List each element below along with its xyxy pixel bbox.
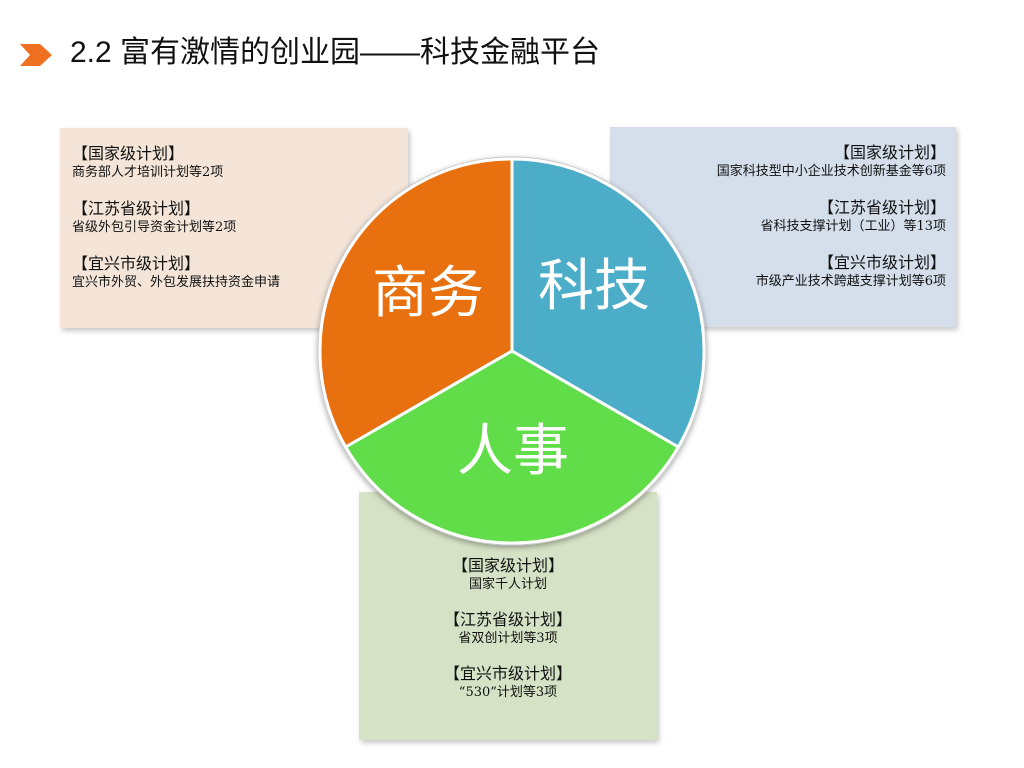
plan-level: 【国家级计划】: [451, 556, 564, 575]
page-title: 2.2 富有激情的创业园——科技金融平台: [70, 36, 601, 69]
technology-city-plan: 【宜兴市级计划】 市级产业技术跨越支撑计划等6项: [610, 253, 946, 290]
commerce-segment: [318, 157, 514, 450]
plan-level: 【国家级计划】: [833, 143, 946, 162]
technology-provincial-plan: 【江苏省级计划】 省科技支撑计划（工业）等13项: [610, 198, 946, 235]
personnel-national-plan: 【国家级计划】 国家千人计划: [359, 556, 657, 593]
technology-segment: [510, 157, 706, 450]
personnel-city-plan: 【宜兴市级计划】 “530”计划等3项: [359, 664, 657, 701]
plan-level: 【江苏省级计划】: [443, 610, 572, 629]
plan-detail: 省级外包引导资金计划等2项: [72, 220, 237, 235]
personnel-segment: [343, 349, 681, 545]
plan-level: 【宜兴市级计划】: [443, 664, 572, 683]
technology-national-plan: 【国家级计划】 国家科技型中小企业技术创新基金等6项: [610, 143, 946, 180]
plan-level: 【宜兴市级计划】: [817, 253, 946, 272]
technology-segment-label: 科技: [538, 254, 650, 319]
plan-level: 【国家级计划】: [72, 144, 185, 163]
personnel-segment-label: 人事: [457, 419, 569, 484]
plan-detail: 省科技支撑计划（工业）等13项: [760, 219, 946, 234]
plan-level: 【宜兴市级计划】: [72, 254, 201, 273]
personnel-provincial-plan: 【江苏省级计划】 省双创计划等3项: [359, 610, 657, 647]
plan-detail: 商务部人才培训计划等2项: [72, 165, 224, 180]
personnel-plans-panel: 【国家级计划】 国家千人计划 【江苏省级计划】 省双创计划等3项 【宜兴市级计划…: [359, 492, 657, 740]
commerce-city-plan: 【宜兴市级计划】 宜兴市外贸、外包发展扶持资金申请: [72, 254, 408, 291]
plan-detail: 市级产业技术跨越支撑计划等6项: [755, 274, 946, 289]
commerce-plans-panel: 【国家级计划】 商务部人才培训计划等2项 【江苏省级计划】 省级外包引导资金计划…: [60, 128, 408, 328]
plan-detail: “530”计划等3项: [458, 685, 558, 700]
plan-level: 【江苏省级计划】: [72, 199, 201, 218]
plan-detail: 宜兴市外贸、外包发展扶持资金申请: [72, 275, 281, 290]
plan-detail: 省双创计划等3项: [458, 631, 558, 646]
commerce-national-plan: 【国家级计划】 商务部人才培训计划等2项: [72, 144, 408, 181]
plan-detail: 国家科技型中小企业技术创新基金等6项: [716, 164, 946, 179]
plan-detail: 国家千人计划: [468, 577, 547, 592]
plan-level: 【江苏省级计划】: [817, 198, 946, 217]
technology-plans-panel: 【国家级计划】 国家科技型中小企业技术创新基金等6项 【江苏省级计划】 省科技支…: [610, 127, 956, 327]
commerce-provincial-plan: 【江苏省级计划】 省级外包引导资金计划等2项: [72, 199, 408, 236]
commerce-segment-label: 商务: [372, 261, 484, 326]
chevron-right-icon: [20, 44, 52, 66]
